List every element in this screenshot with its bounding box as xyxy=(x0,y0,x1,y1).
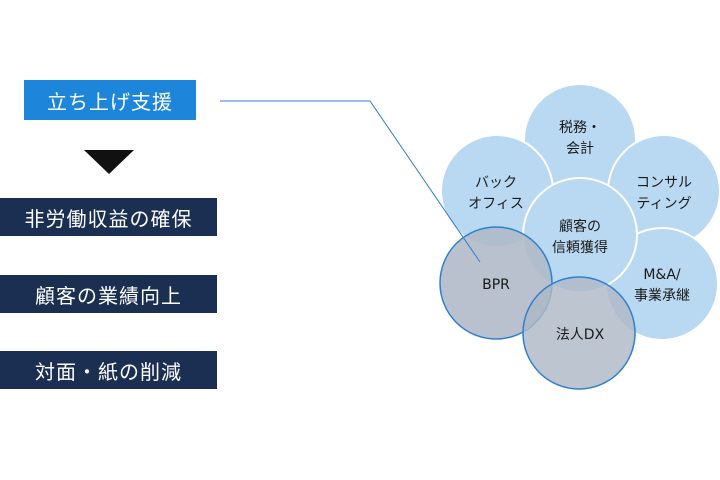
petal-ma-label-line2: 事業承継 xyxy=(634,288,690,304)
goal-label: 対面・紙の削減 xyxy=(35,359,182,384)
petal-corporate-dx-circle xyxy=(522,276,636,390)
petal-bpr-label: BPR xyxy=(482,277,510,293)
petal-corporate-dx-label: 法人DX xyxy=(556,327,605,343)
petal-consulting-label-line2: ティング xyxy=(636,196,691,212)
petal-bpr-circle xyxy=(439,226,553,340)
goal-box-client-performance: 顧客の業績向上 xyxy=(0,275,217,313)
petal-consulting-label-line1: コンサル xyxy=(636,175,692,191)
petal-tax-label-line1: 税務・ xyxy=(559,120,601,136)
goal-label: 非労働収益の確保 xyxy=(24,206,193,231)
petal-ma-label-line1: M&A/ xyxy=(643,267,681,283)
start-support-box: 立ち上げ支援 xyxy=(24,80,196,120)
petal-backoffice-label-line1: バック xyxy=(475,175,517,191)
start-support-label: 立ち上げ支援 xyxy=(47,89,173,114)
goal-box-paperless: 対面・紙の削減 xyxy=(0,351,217,389)
petal-backoffice-label-line2: オフィス xyxy=(468,196,524,212)
petal-circles xyxy=(439,83,720,390)
petal-tax-label-line2: 会計 xyxy=(566,141,594,157)
connector-line xyxy=(220,100,481,263)
goal-box-nonlabor-revenue: 非労働収益の確保 xyxy=(0,198,217,236)
center-trust-label-line2: 信頼獲得 xyxy=(552,239,608,256)
goal-label: 顧客の業績向上 xyxy=(35,283,182,308)
center-trust-label-line1: 顧客の xyxy=(559,218,601,235)
down-arrow-icon xyxy=(84,150,134,174)
